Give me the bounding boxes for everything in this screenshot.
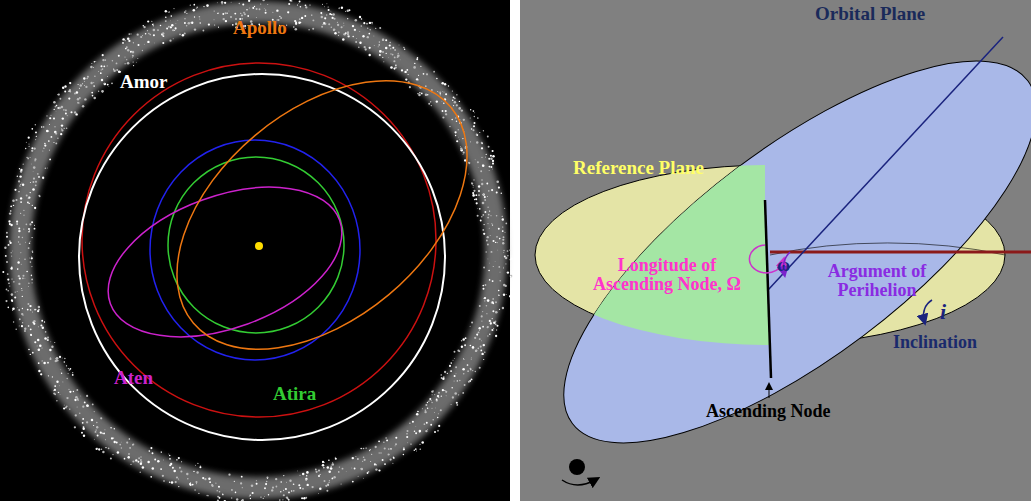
mars-orbit	[82, 63, 436, 417]
apollo-orbit	[126, 27, 517, 402]
aten-orbit	[88, 158, 362, 365]
orbit-label: Apollo	[233, 18, 287, 38]
plane-label: Orbital Plane	[815, 4, 925, 24]
earth-orbit	[150, 140, 360, 360]
asteroid-belt	[20, 12, 496, 488]
asteroid-belt-texture	[2, 0, 513, 501]
angle-symbol: ω	[777, 256, 790, 275]
orbit-label: Aten	[114, 368, 153, 388]
reference-direction	[770, 251, 1031, 254]
orbital-plane	[509, 0, 1031, 501]
orbiting-body	[569, 459, 585, 475]
space-background	[0, 0, 510, 501]
node-label: Ascending Node	[706, 402, 831, 421]
orbit-label: Atira	[273, 384, 316, 404]
orbit-label: Amor	[120, 72, 167, 92]
node-pointer	[769, 386, 770, 398]
perihelion-line	[768, 37, 1003, 290]
motion-arrow	[562, 480, 595, 485]
angle-label: Argument of Perihelion	[822, 262, 932, 300]
sun	[255, 242, 263, 250]
inclination-arc	[923, 300, 932, 320]
angle-label: Inclination	[893, 333, 977, 352]
plane-label: Reference Plane	[573, 158, 704, 178]
line-of-nodes	[765, 200, 771, 378]
atira-orbit	[168, 157, 344, 333]
angle-label: Longitude of Ascending Node, Ω	[592, 256, 742, 294]
angle-symbol: i	[940, 300, 946, 323]
